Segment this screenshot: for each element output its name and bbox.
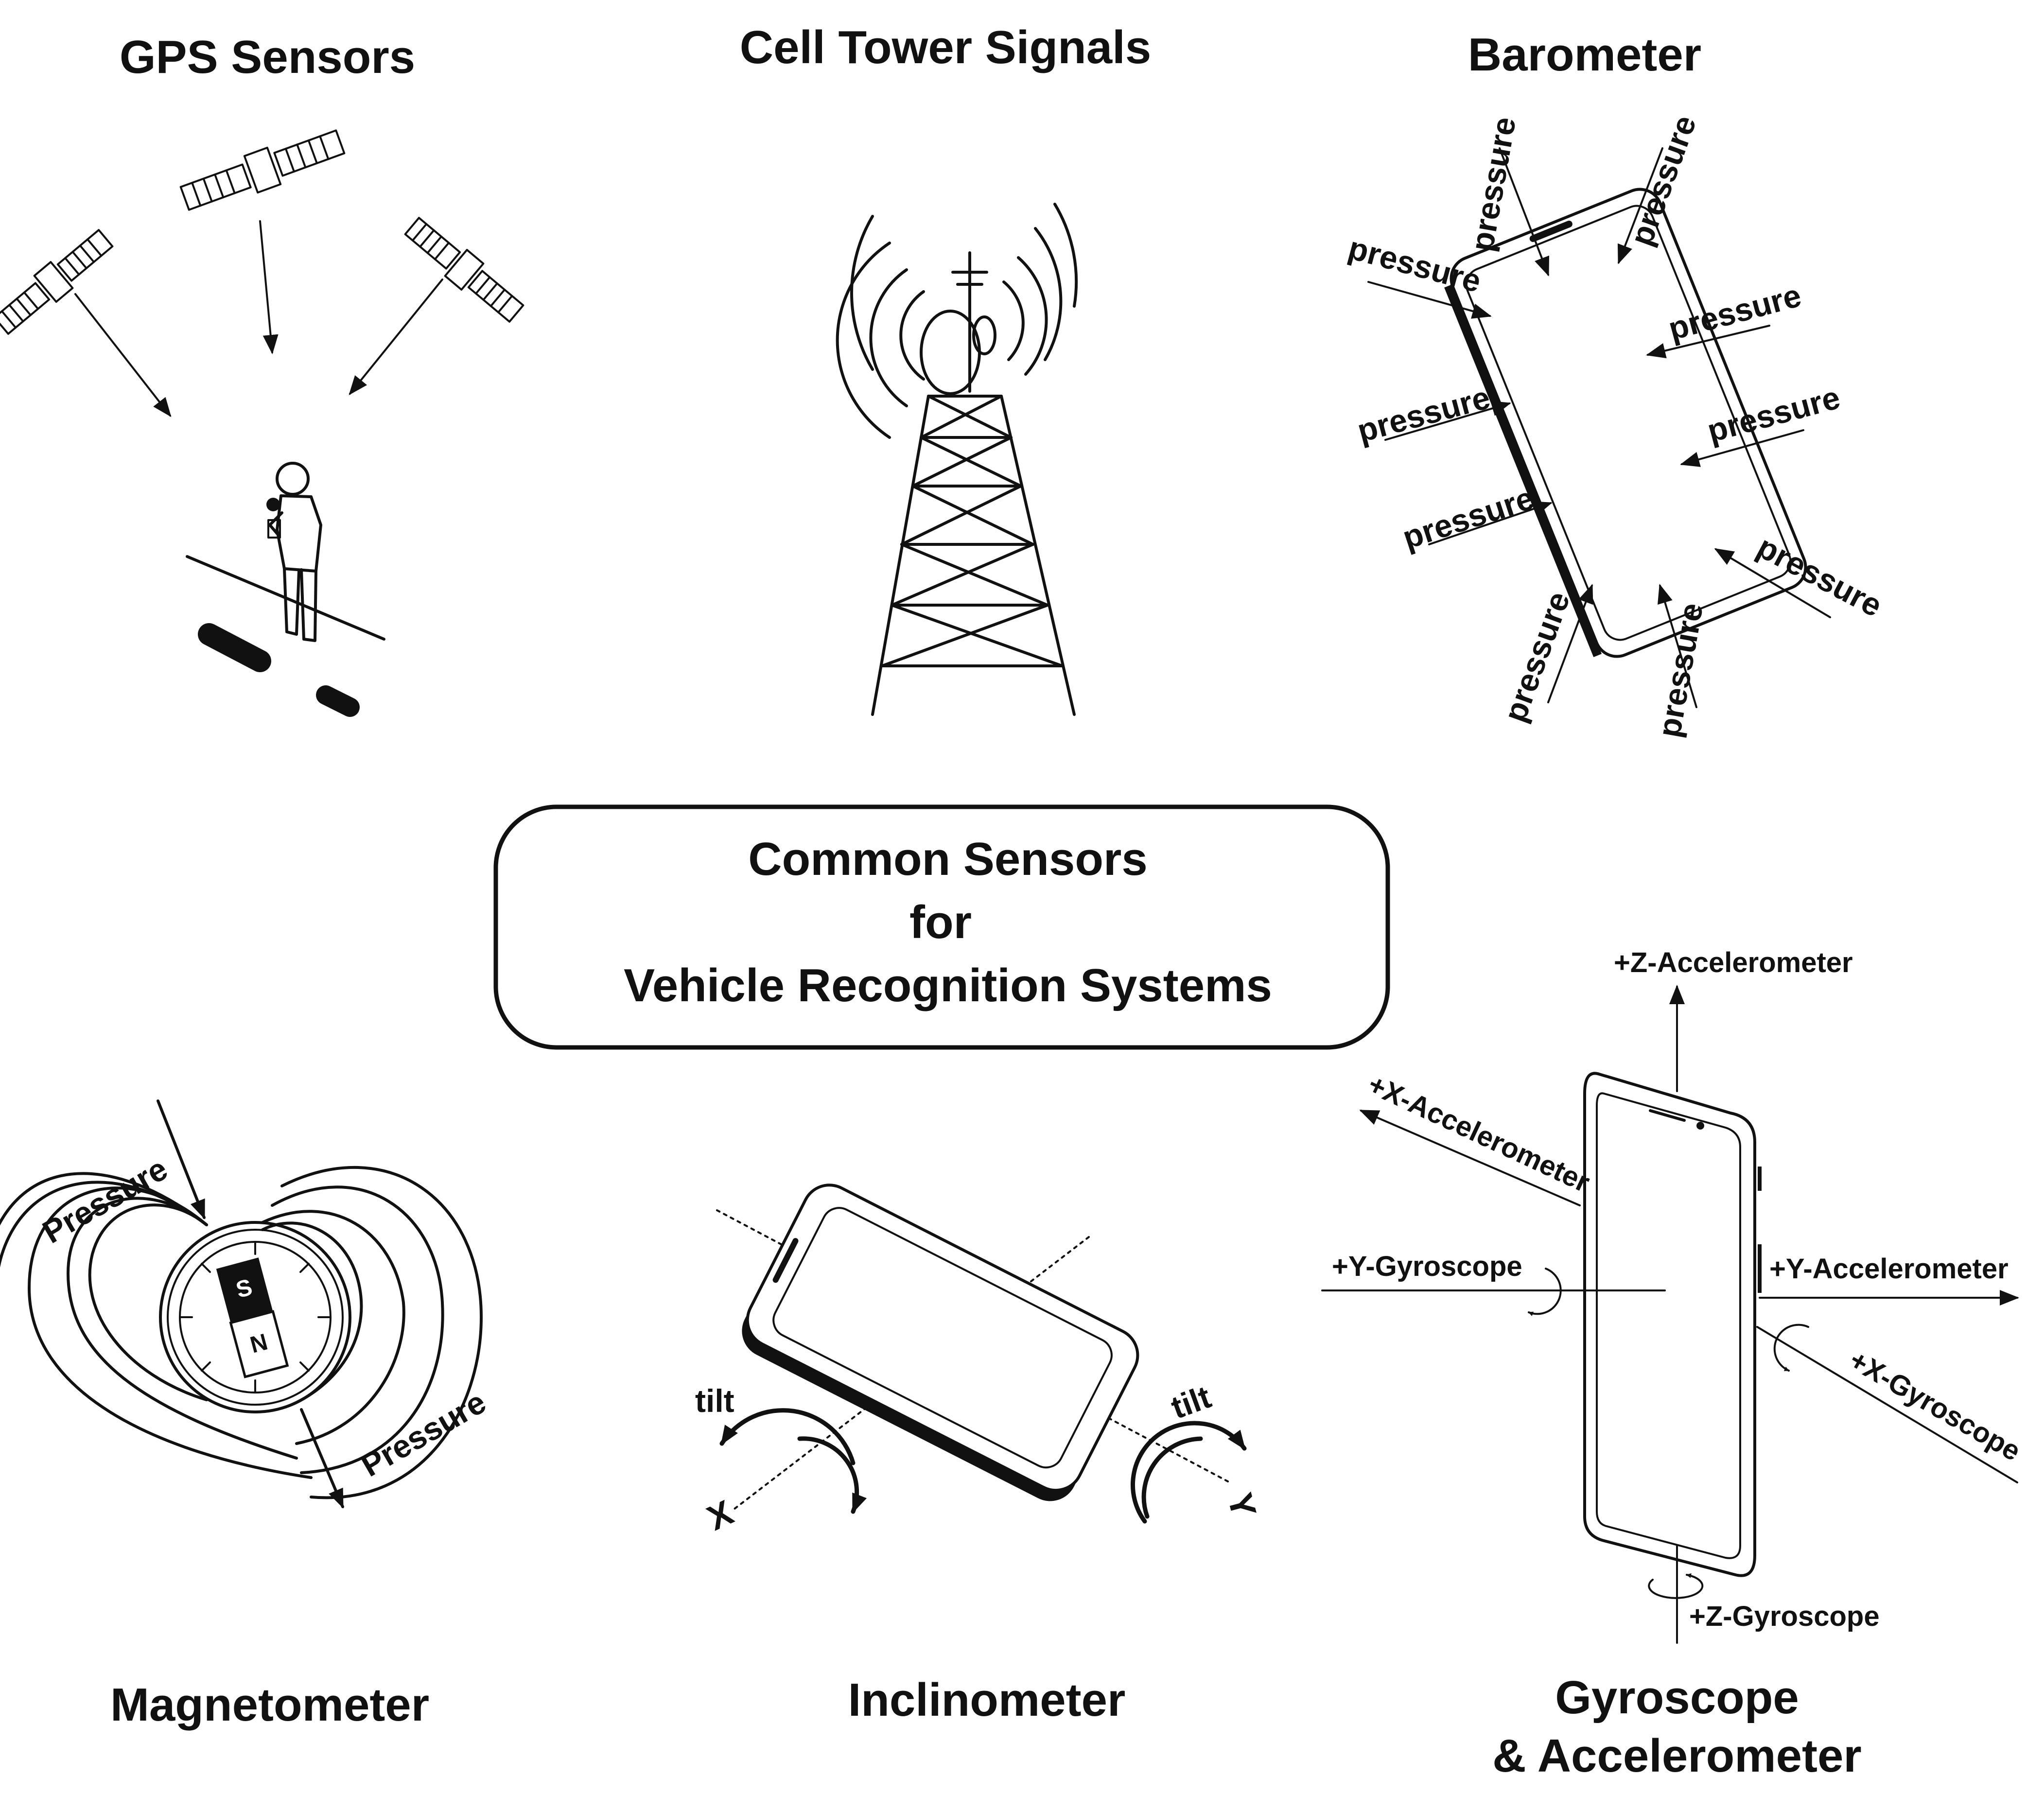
phone-icon [1583,1072,1762,1577]
satellite-icon [0,229,114,335]
y-accelerometer-label: +Y-Accelerometer [1769,1253,2009,1285]
barometer-panel: Barometer pressure pressure pressure pre… [1345,29,1888,740]
pressure-label: pressure [1664,277,1804,347]
pressure-label: pressure [1751,528,1888,624]
satellite-icon [404,217,524,323]
gyro-title-line1: Gyroscope [1555,1672,1799,1724]
compass-icon: S N [159,1221,351,1413]
inclinometer-panel: Inclinometer tilt tilt X Y [695,1184,1264,1726]
tilt-arrow [1131,1421,1247,1524]
magnetometer-title: Magnetometer [110,1679,429,1731]
center-title-line2: for [909,896,972,948]
y-gyroscope-label: +Y-Gyroscope [1332,1251,1522,1282]
satellite-icon [179,129,346,211]
z-gyroscope-rotation-icon [1648,1573,1704,1599]
person-icon [266,462,322,642]
pressure-arrow: pressure [1353,379,1511,449]
pressure-label: pressure [1398,480,1538,556]
pressure-arrow: pressure [1398,480,1553,556]
x-gyroscope-rotation-icon [1773,1324,1809,1372]
x-accelerometer-label: +X-Accelerometer [1363,1068,1595,1199]
barometer-title: Barometer [1468,29,1701,81]
tilt-arrow [1141,1436,1203,1519]
center-title-line3: Vehicle Recognition Systems [624,959,1272,1011]
magnetometer-panel: Magnetometer [0,1099,492,1731]
x-accelerometer-arrow [1359,1110,1581,1206]
pressure-arrow: pressure [1464,114,1550,277]
z-accelerometer-label: +Z-Accelerometer [1614,947,1853,978]
inclinometer-title: Inclinometer [848,1674,1126,1726]
tilt-label-y: tilt [1166,1378,1215,1426]
field-lines [0,1166,483,1499]
x-gyroscope-label: +X-Gyroscope [1844,1344,2026,1467]
gps-signal-arrow [74,293,172,418]
signal-waves-icon [836,203,1078,439]
x-gyroscope-axis [1756,1326,2018,1483]
pressure-arrow: pressure [1651,584,1710,740]
axis-x-label: X [701,1493,739,1538]
cell-tower-title: Cell Tower Signals [740,21,1151,73]
pressure-label: pressure [1345,229,1485,299]
gyro-panel: Gyroscope & Accelerometer +Z-Acceleromet… [1321,947,2026,1782]
cell-tower-icon [871,251,1076,716]
pressure-arrow: pressure [1714,528,1888,624]
gps-panel: GPS Sensors [0,31,524,717]
phone-icon [1444,188,1807,658]
axis-y-label: Y [1220,1489,1264,1521]
gps-title: GPS Sensors [120,31,415,83]
road-marking [316,685,360,717]
tilt-arrow [797,1436,867,1514]
gps-signal-arrow [349,279,443,396]
gyro-title-line2: & Accelerometer [1492,1730,1861,1782]
pressure-arrow: pressure [1646,277,1805,359]
z-gyroscope-label: +Z-Gyroscope [1689,1601,1880,1632]
center-title-box: Common Sensors for Vehicle Recognition S… [493,804,1390,1050]
y-gyroscope-rotation-icon [1528,1268,1562,1316]
pressure-label: pressure [1353,379,1493,449]
cell-tower-panel: Cell Tower Signals [740,21,1151,716]
gps-signal-arrow [259,220,279,354]
field-arrow [157,1099,206,1219]
center-title-line1: Common Sensors [748,833,1147,885]
tilt-label-x: tilt [695,1383,734,1419]
pressure-label: pressure [1623,110,1703,250]
pressure-label: pressure [1651,600,1710,740]
phone-icon [742,1184,1139,1501]
pressure-arrow: pressure [1680,379,1844,467]
tilt-arrow [719,1408,856,1465]
field-arrow [300,1408,344,1509]
road-marking [198,623,271,672]
y-axis-dotted [733,1236,1090,1510]
